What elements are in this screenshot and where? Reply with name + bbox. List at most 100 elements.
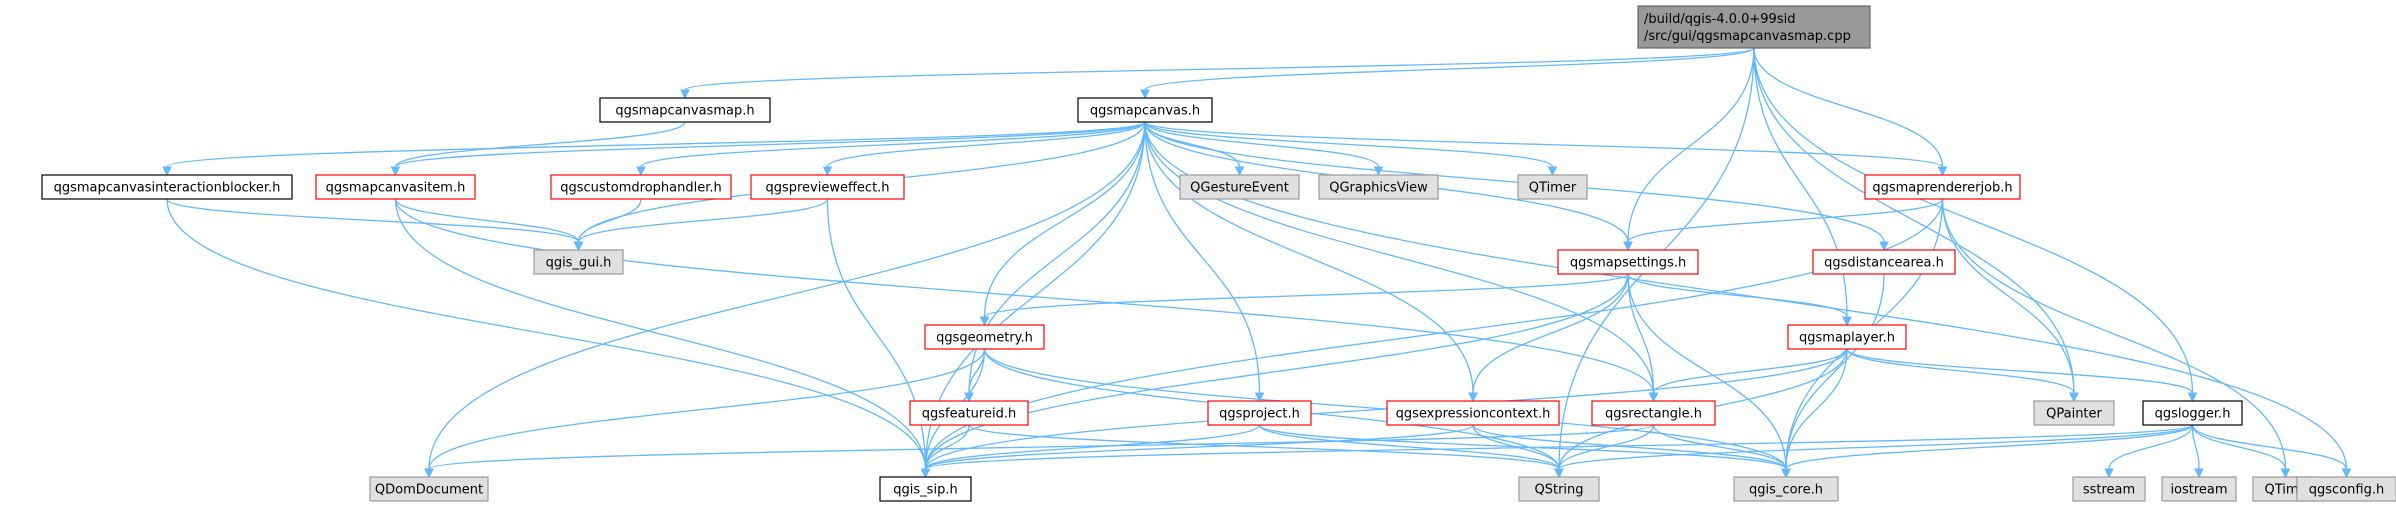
node-qgsgeometry-h[interactable]: qgsgeometry.h [924,324,1045,350]
edge-qgsmaplayer-h-to-qgsrectangle-h [1648,348,1848,403]
edge-qgsmapcanvasitem-h-to-qgis-gui-h [394,198,584,252]
edge-qgslogger-h-to-qgis-sip-h [920,424,2194,479]
edge-qgsmapsettings-h-to-qgsgeometry-h [979,273,1629,327]
edge-qgsmapsettings-h-to-qgsmaplayer-h [1627,273,1852,327]
node-label: QPainter [2046,407,2102,422]
edge-qgsmapcanvas-h-to-qgsmapcanvasitem-h [390,121,1146,177]
node-qgsfeatureid-h[interactable]: qgsfeatureid.h [909,400,1029,426]
node-qgsdistancearea-h[interactable]: qgsdistancearea.h [1812,249,1956,275]
node-box [1557,249,1699,275]
node-qgsmapcanvasinteractionblocker-h[interactable]: qgsmapcanvasinteractionblocker.h [41,174,293,200]
node-label: qgsdistancearea.h [1824,256,1944,271]
edge-qgscustomdrophandler-h-to-qgis-gui-h [573,198,642,252]
edge-qgsexpressioncontext-h-to-qgis-sip-h [920,424,1474,479]
node-label: qgsproject.h [1219,407,1300,422]
edge-qgslogger-h-to-qgsconfig-h [2191,424,2352,479]
node-box [1386,400,1560,426]
edge-layer [162,47,2352,479]
edge-qgsdistancearea-h-to-qgis-core-h [1781,273,1885,479]
node-label: qgis_sip.h [893,483,957,498]
node-layer: /build/qgis-4.0.0+99sid /src/gui/qgsmapc… [41,5,2396,502]
edge-qgsrectangle-h-to-qdomdocument [424,424,1655,479]
edge-qgslogger-h-to-iostream [2191,424,2204,479]
edge-qgslogger-h-to-qstring [1554,424,2194,479]
edge-qgsmaplayer-h-to-qgslogger-h [1846,348,2198,403]
edge-qgsmapsettings-h-to-qgsexpressioncontext-h [1468,273,1629,403]
edge-qgsgeometry-h-to-qdomdocument [424,348,986,479]
node-box [550,174,732,200]
edge-qgslogger-h-to-qgis-core-h [1781,424,2194,479]
node-box [924,324,1045,350]
node-qgsrectangle-h[interactable]: qgsrectangle.h [1591,400,1716,426]
node-qgestureevent: QGestureEvent [1179,174,1300,200]
edge-qgsmaplayer-h-to-qgis-core-h [1781,348,1848,479]
node-qtimer: QTimer [1517,174,1588,200]
node-qgsmaprendererjob-h[interactable]: qgsmaprendererjob.h [1864,174,2021,200]
node-qgsconfig-h: qgsconfig.h [2296,476,2396,502]
node-qgis-core-h: qgis_core.h [1733,476,1839,502]
root-file-box [1637,5,1871,49]
node-qgis-sip-h[interactable]: qgis_sip.h [879,476,972,502]
node-qgsmapcanvasitem-h[interactable]: qgsmapcanvasitem.h [315,174,476,200]
edge-qgsmapcanvas-h-to-qgsdistancearea-h [1144,121,1889,252]
node-label: qgspreviewеffect.h [765,181,889,196]
edge-root-to-qgsmapcanvasmap-h [680,47,1755,100]
root-file-node[interactable]: /build/qgis-4.0.0+99sid /src/gui/qgsmapc… [1637,5,1871,49]
node-label: qgsmapcanvasinteractionblocker.h [54,181,281,196]
edge-qgsmapcanvasinteractionblocker-h-to-qgis-sip-h [166,198,931,479]
node-box [750,174,905,200]
node-label: qgis_core.h [1749,483,1823,498]
root-file-label-line2: /src/gui/qgsmapcanvasmap.cpp [1644,29,1851,44]
edge-qgsprevieweffect-h-to-qgis-gui-h [573,198,829,252]
edge-root-to-qgsmaplayer-h [1753,47,1852,327]
node-box [909,400,1029,426]
node-qpainter: QPainter [2033,400,2115,426]
edge-qgsmapsettings-h-to-qgsrectangle-h [1627,273,1659,403]
node-qdomdocument: QDomDocument [369,476,489,502]
node-box [1864,174,2021,200]
node-label: qgsrectangle.h [1605,407,1702,422]
node-label: qgsmapcanvasmap.h [615,104,754,119]
node-box [2072,476,2146,502]
node-label: QDomDocument [375,483,483,498]
edge-qgsmapcanvas-h-to-qtimer [1144,121,1558,177]
edge-qgsmapcanvas-h-to-qgsmapcanvasinteractionblocker-h [162,121,1146,177]
node-box [599,97,771,123]
node-label: qgis_gui.h [546,256,612,271]
node-box [1179,174,1300,200]
edge-qgslogger-h-to-sstream [2104,424,2194,479]
node-qgscustomdrophandler-h[interactable]: qgscustomdrophandler.h [550,174,732,200]
node-box [2033,400,2115,426]
node-box [41,174,293,200]
node-label: QTimer [1529,181,1577,196]
node-label: iostream [2170,483,2227,498]
node-label: qgsmapsettings.h [1570,256,1686,271]
node-qgsprevieweffect-h[interactable]: qgspreviewеffect.h [750,174,905,200]
edge-qgsmaprendererjob-h-to-qtime [1941,198,2291,479]
node-box [1812,249,1956,275]
node-box [1077,97,1213,123]
node-box [2296,476,2396,502]
node-qgsexpressioncontext-h[interactable]: qgsexpressioncontext.h [1386,400,1560,426]
edge-qgsproject-h-to-qstring [1258,424,1564,479]
edge-qgsmapcanvasitem-h-to-qgis-sip-h [394,198,931,479]
node-qgslogger-h[interactable]: qgslogger.h [2142,400,2243,426]
edge-qgsproject-h-to-qgis-sip-h [920,424,1261,479]
edge-root-to-qgsmapcanvas-h [1140,47,1755,100]
node-qgsmapcanvas-h[interactable]: qgsmapcanvas.h [1077,97,1213,123]
node-qgsmapsettings-h[interactable]: qgsmapsettings.h [1557,249,1699,275]
node-qgsproject-h[interactable]: qgsproject.h [1207,400,1312,426]
node-box [1733,476,1839,502]
node-box [2161,476,2237,502]
node-box [879,476,972,502]
node-box [315,174,476,200]
node-qgsmapcanvasmap-h[interactable]: qgsmapcanvasmap.h [599,97,771,123]
edge-qgsmapcanvas-h-to-qgsmaprendererjob-h [1144,121,1948,177]
node-label: qgsgeometry.h [936,331,1033,346]
node-box [1591,400,1716,426]
node-box [369,476,489,502]
edge-qgsmapcanvas-h-to-qgsproject-h [1144,121,1265,403]
node-qgsmaplayer-h[interactable]: qgsmaplayer.h [1787,324,1907,350]
node-box [1787,324,1907,350]
